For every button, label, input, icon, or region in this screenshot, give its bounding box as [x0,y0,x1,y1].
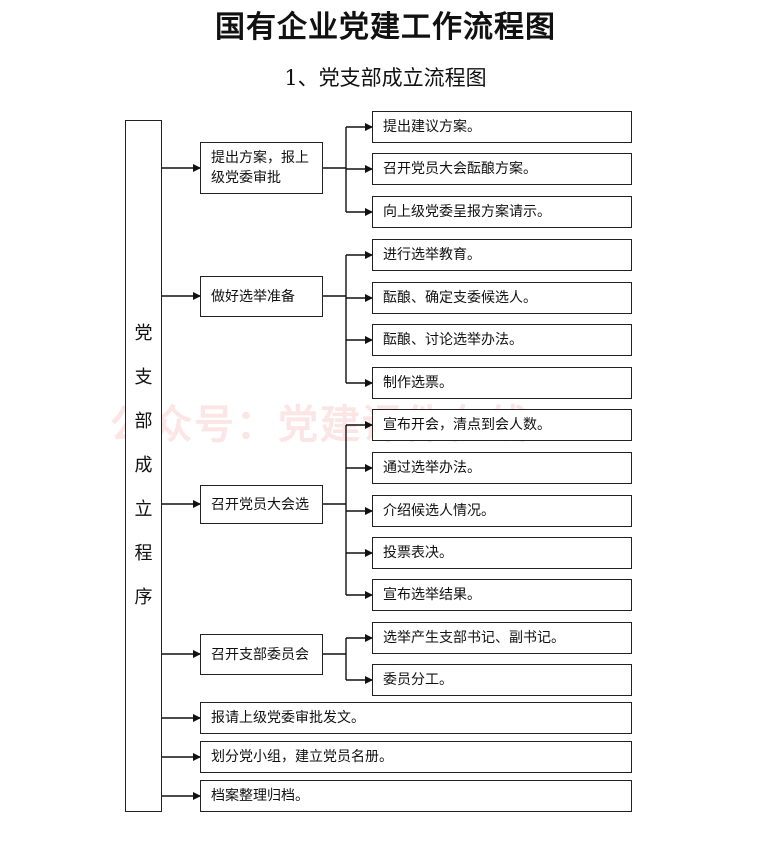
substep-label: 酝酿、确定支委候选人。 [383,290,537,306]
substep-box: 介绍候选人情况。 [372,495,632,527]
substep-label: 宣布开会，清点到会人数。 [383,417,551,433]
step-label: 提出方案，报上级党委审批 [211,150,309,186]
substep-label: 酝酿、讨论选举办法。 [383,332,523,348]
step-label: 做好选举准备 [211,288,295,305]
substep-box: 制作选票。 [372,367,632,399]
final-step-box: 档案整理归档。 [200,780,632,812]
substep-label: 宣布选举结果。 [383,587,481,603]
step-box-election-prep: 做好选举准备 [200,276,323,317]
step-label: 召开党员大会选 [211,496,309,513]
substep-box: 提出建议方案。 [372,111,632,143]
substep-label: 选举产生支部书记、副书记。 [383,630,565,646]
substep-label: 介绍候选人情况。 [383,503,495,519]
substep-box: 委员分工。 [372,664,632,696]
substep-label: 制作选票。 [383,375,453,391]
substep-box: 投票表决。 [372,537,632,569]
substep-box: 酝酿、确定支委候选人。 [372,282,632,314]
substep-box: 向上级党委呈报方案请示。 [372,196,632,228]
final-step-box: 报请上级党委审批发文。 [200,702,632,734]
substep-label: 委员分工。 [383,672,453,688]
substep-box: 选举产生支部书记、副书记。 [372,622,632,654]
step-box-committee-meeting: 召开支部委员会 [200,634,323,675]
substep-box: 通过选举办法。 [372,452,632,484]
substep-label: 进行选举教育。 [383,247,481,263]
final-step-label: 划分党小组，建立党员名册。 [211,749,393,765]
final-step-label: 报请上级党委审批发文。 [211,710,365,726]
substep-label: 提出建议方案。 [383,119,481,135]
substep-box: 召开党员大会酝酿方案。 [372,153,632,185]
substep-label: 召开党员大会酝酿方案。 [383,161,537,177]
final-step-label: 档案整理归档。 [211,788,309,804]
substep-box: 宣布选举结果。 [372,579,632,611]
final-step-box: 划分党小组，建立党员名册。 [200,741,632,773]
step-box-proposal: 提出方案，报上级党委审批 [200,142,323,194]
substep-box: 酝酿、讨论选举办法。 [372,324,632,356]
substep-label: 投票表决。 [383,545,453,561]
main-process-box: 党支部成立程序 [125,120,162,812]
page-title: 国有企业党建工作流程图 [215,10,556,45]
substep-label: 向上级党委呈报方案请示。 [383,204,551,220]
step-box-member-meeting: 召开党员大会选 [200,485,323,524]
step-label: 召开支部委员会 [211,646,309,663]
substep-box: 进行选举教育。 [372,239,632,271]
substep-box: 宣布开会，清点到会人数。 [372,409,632,441]
chart-subtitle: 1、党支部成立流程图 [284,66,487,90]
main-process-label: 党支部成立程序 [134,323,153,608]
substep-label: 通过选举办法。 [383,460,481,476]
